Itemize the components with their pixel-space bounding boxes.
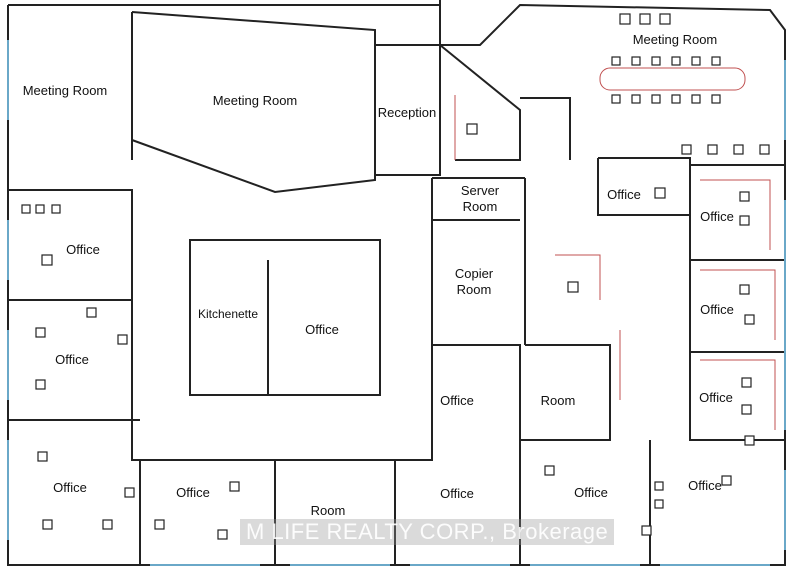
- room-label: Office: [574, 485, 608, 500]
- watermark: M LIFE REALTY CORP., Brokerage: [240, 519, 615, 545]
- room-label: Office: [305, 322, 339, 337]
- room-label: Office: [440, 486, 474, 501]
- chairs: [21, 13, 770, 540]
- room-label: Office: [607, 187, 641, 202]
- room-label: Office: [700, 209, 734, 224]
- room-label: Office: [699, 390, 733, 405]
- room-label: Room: [540, 393, 576, 408]
- room-label: Office: [66, 242, 100, 257]
- room-label: Meeting Room: [632, 32, 718, 47]
- room-label: Office: [176, 485, 210, 500]
- room-label: Office: [688, 478, 722, 493]
- room-label: Room: [310, 503, 346, 518]
- furniture-outlines: [454, 67, 776, 430]
- room-label: Office: [55, 352, 89, 367]
- room-label: Office: [440, 393, 474, 408]
- room-label: Meeting Room: [212, 93, 298, 108]
- room-label: Office: [700, 302, 734, 317]
- room-label: Reception: [377, 105, 437, 120]
- room-label: Copier Room: [454, 266, 494, 297]
- room-label: Meeting Room: [22, 83, 108, 98]
- room-label: Kitchenette: [197, 307, 259, 321]
- windows: [7, 40, 786, 566]
- room-label: Office: [53, 480, 87, 495]
- room-label: Server Room: [460, 183, 500, 214]
- walls: [7, 0, 786, 566]
